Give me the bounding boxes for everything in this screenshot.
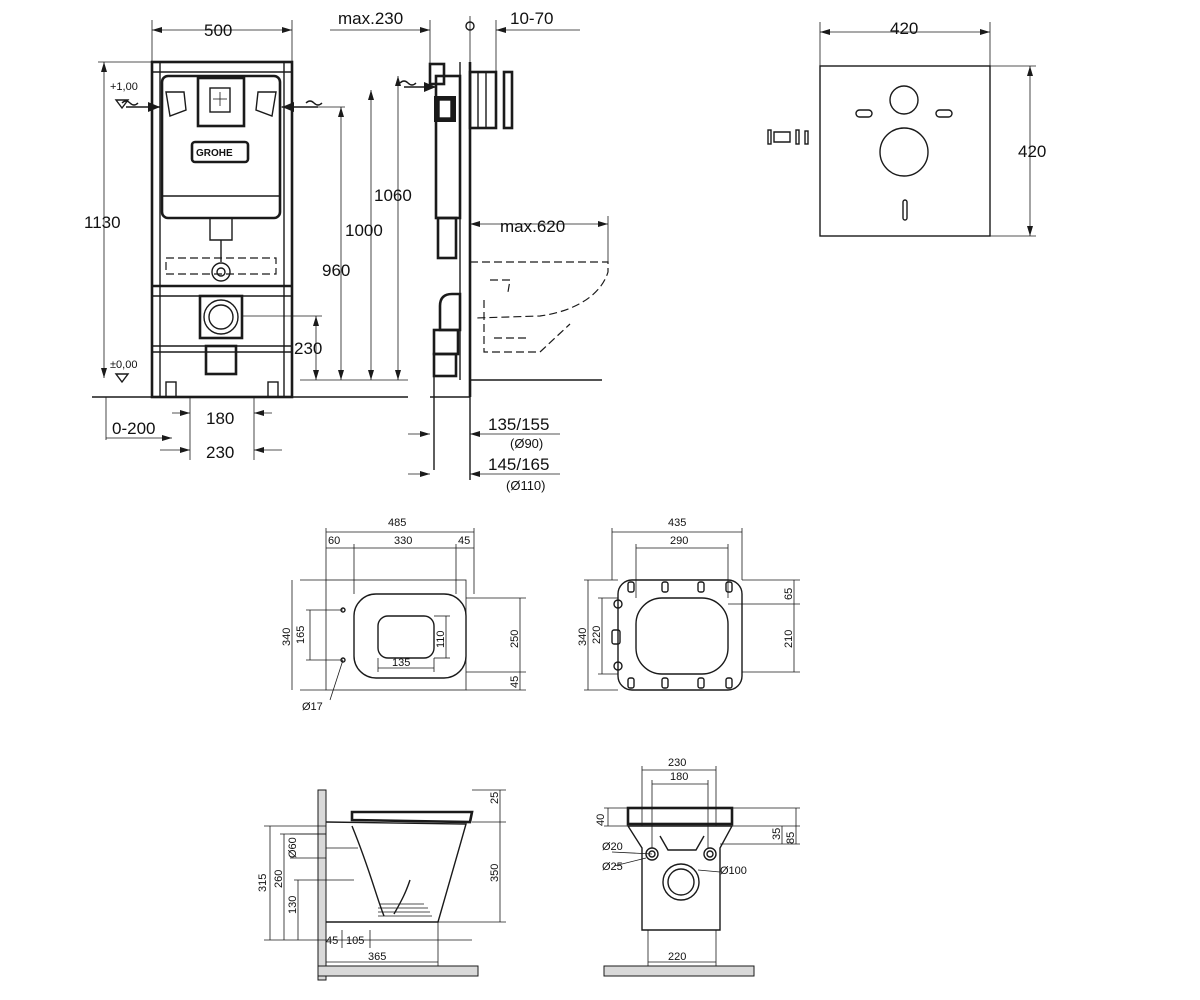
dim-pad-height: 420 bbox=[1018, 142, 1046, 161]
dim-230-drain: 230 bbox=[294, 339, 322, 358]
dim-d25: Ø25 bbox=[602, 861, 623, 873]
dim-960: 960 bbox=[322, 261, 350, 280]
dim-130: 130 bbox=[287, 896, 299, 914]
dim-dia-110: (Ø110) bbox=[506, 478, 546, 493]
dim-35: 35 bbox=[771, 828, 783, 840]
dim-45-top: 45 bbox=[458, 535, 470, 547]
dim-0-200: 0-200 bbox=[112, 419, 155, 438]
dim-340-seat: 340 bbox=[577, 628, 589, 646]
dim-25: 25 bbox=[489, 792, 501, 804]
brand-logo: GROHE bbox=[196, 148, 233, 159]
dim-180-back: 180 bbox=[670, 771, 688, 783]
dim-330: 330 bbox=[394, 535, 412, 547]
dim-65: 65 bbox=[783, 588, 795, 600]
dim-340-bowl: 340 bbox=[281, 628, 293, 646]
dim-d100: Ø100 bbox=[720, 865, 747, 877]
dim-260: 260 bbox=[273, 870, 285, 888]
dim-230-feet: 230 bbox=[206, 443, 234, 462]
dim-pad-width: 420 bbox=[890, 19, 918, 38]
dim-1000: 1000 bbox=[345, 221, 383, 240]
bowl-top-view: 485 60 330 45 340 165 110 135 250 45 Ø17 bbox=[281, 517, 526, 713]
dim-485: 485 bbox=[388, 517, 406, 529]
dim-1130: 1130 bbox=[84, 213, 121, 232]
dim-45-side: 45 bbox=[509, 676, 521, 688]
sound-pad-view: 420 420 bbox=[767, 19, 1046, 237]
dim-40: 40 bbox=[595, 814, 607, 826]
dim-350: 350 bbox=[489, 864, 501, 882]
dim-365: 365 bbox=[368, 951, 386, 963]
dim-dia-90: (Ø90) bbox=[510, 436, 543, 451]
level-bottom-label: ±0,00 bbox=[110, 359, 137, 371]
dim-230-back: 230 bbox=[668, 757, 686, 769]
dim-220-back: 220 bbox=[668, 951, 686, 963]
frame-front-view: GROHE +1,00 ±0,00 bbox=[84, 20, 412, 462]
seat-top-view: 435 290 340 220 65 210 bbox=[577, 517, 800, 691]
dim-290: 290 bbox=[670, 535, 688, 547]
dim-1060: 1060 bbox=[374, 186, 412, 205]
dim-500: 500 bbox=[204, 21, 232, 40]
dim-d60: Ø60 bbox=[287, 837, 299, 858]
dim-165: 165 bbox=[295, 626, 307, 644]
dim-250: 250 bbox=[509, 630, 521, 648]
bowl-side-view: 25 350 315 260 130 Ø60 45 105 365 bbox=[257, 789, 506, 981]
dim-60: 60 bbox=[328, 535, 340, 547]
dim-110: 110 bbox=[435, 630, 447, 648]
dim-145-165: 145/165 bbox=[488, 455, 549, 474]
dim-10-70: 10-70 bbox=[510, 9, 553, 28]
dim-d20: Ø20 bbox=[602, 841, 623, 853]
dim-105: 105 bbox=[346, 935, 364, 947]
bowl-back-view: 230 180 40 35 85 Ø20 Ø25 Ø100 220 bbox=[595, 757, 800, 977]
frame-side-view: max.230 10-70 max.620 135/155 (Ø90) 145/… bbox=[330, 9, 609, 493]
dim-45-side-bowl: 45 bbox=[326, 935, 338, 947]
level-top-label: +1,00 bbox=[110, 81, 138, 93]
dim-210: 210 bbox=[783, 630, 795, 648]
dim-85: 85 bbox=[785, 832, 797, 844]
dim-135: 135 bbox=[392, 657, 410, 669]
dim-220-seat: 220 bbox=[591, 626, 603, 644]
dim-max-230: max.230 bbox=[338, 9, 403, 28]
dim-315: 315 bbox=[257, 874, 269, 892]
dim-180: 180 bbox=[206, 409, 234, 428]
dim-135-155: 135/155 bbox=[488, 415, 549, 434]
dim-max-620: max.620 bbox=[500, 217, 565, 236]
dim-hole-17: Ø17 bbox=[302, 701, 323, 713]
dim-435: 435 bbox=[668, 517, 686, 529]
